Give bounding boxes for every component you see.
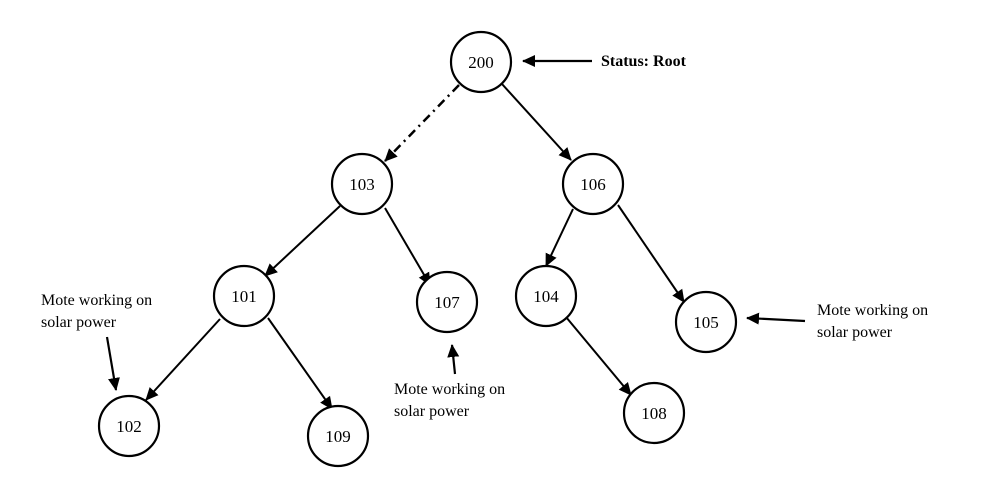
node-109: 109	[306, 404, 370, 468]
edge-104-108	[565, 316, 632, 396]
edge-200-103	[384, 84, 460, 162]
node-200: 200	[449, 30, 513, 94]
edge-101-102	[145, 318, 221, 401]
edge-103-107	[384, 207, 431, 286]
mote-105-arrow	[746, 312, 806, 325]
edge-106-104	[545, 208, 574, 267]
node-107-label: 107	[434, 293, 460, 312]
node-104: 104	[514, 264, 578, 328]
mote-105-label-line2: solar power	[817, 324, 893, 341]
mote-102-label-line2: solar power	[41, 314, 117, 331]
node-102: 102	[97, 394, 161, 458]
mote-107-arrow	[447, 344, 460, 375]
mote-107-label-line2: solar power	[394, 403, 470, 420]
edge-200-106	[501, 83, 572, 161]
node-103: 103	[330, 152, 394, 216]
node-104-label: 104	[533, 287, 559, 306]
node-108: 108	[622, 381, 686, 445]
edge-103-101	[264, 205, 341, 277]
node-101-label: 101	[231, 287, 257, 306]
mote-105-label-line1: Mote working on	[817, 302, 928, 319]
edge-106-105	[617, 204, 685, 303]
node-107: 107	[415, 270, 479, 334]
node-106-label: 106	[580, 175, 606, 194]
mote-102-label-line1: Mote working on	[41, 292, 152, 309]
node-109-label: 109	[325, 427, 351, 446]
node-102-label: 102	[116, 417, 142, 436]
edge-101-109	[267, 317, 333, 410]
mote-107-label-line1: Mote working on	[394, 381, 505, 398]
mote-102-arrow	[105, 336, 120, 391]
node-105: 105	[674, 290, 738, 354]
node-101: 101	[212, 264, 276, 328]
node-106: 106	[561, 152, 625, 216]
node-108-label: 108	[641, 404, 667, 423]
status-root-label: Status: Root	[601, 53, 687, 70]
node-103-label: 103	[349, 175, 375, 194]
node-105-label: 105	[693, 313, 719, 332]
node-200-label: 200	[468, 53, 494, 72]
